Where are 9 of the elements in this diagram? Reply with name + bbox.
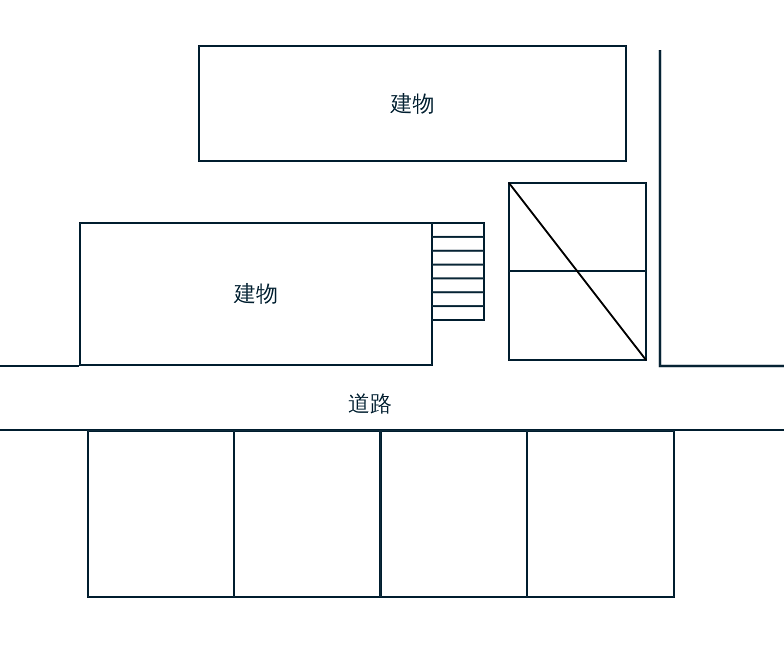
road-label: 道路: [348, 391, 392, 419]
parking-lot-box: [87, 430, 235, 598]
parking-lot-box: [380, 430, 528, 598]
building-label: 建物: [234, 281, 278, 309]
building-box: [198, 45, 627, 162]
parking-lot-box: [233, 430, 381, 598]
building-label: 建物: [390, 90, 434, 118]
parking-lot-box: [526, 430, 675, 598]
building-box: [79, 222, 433, 366]
